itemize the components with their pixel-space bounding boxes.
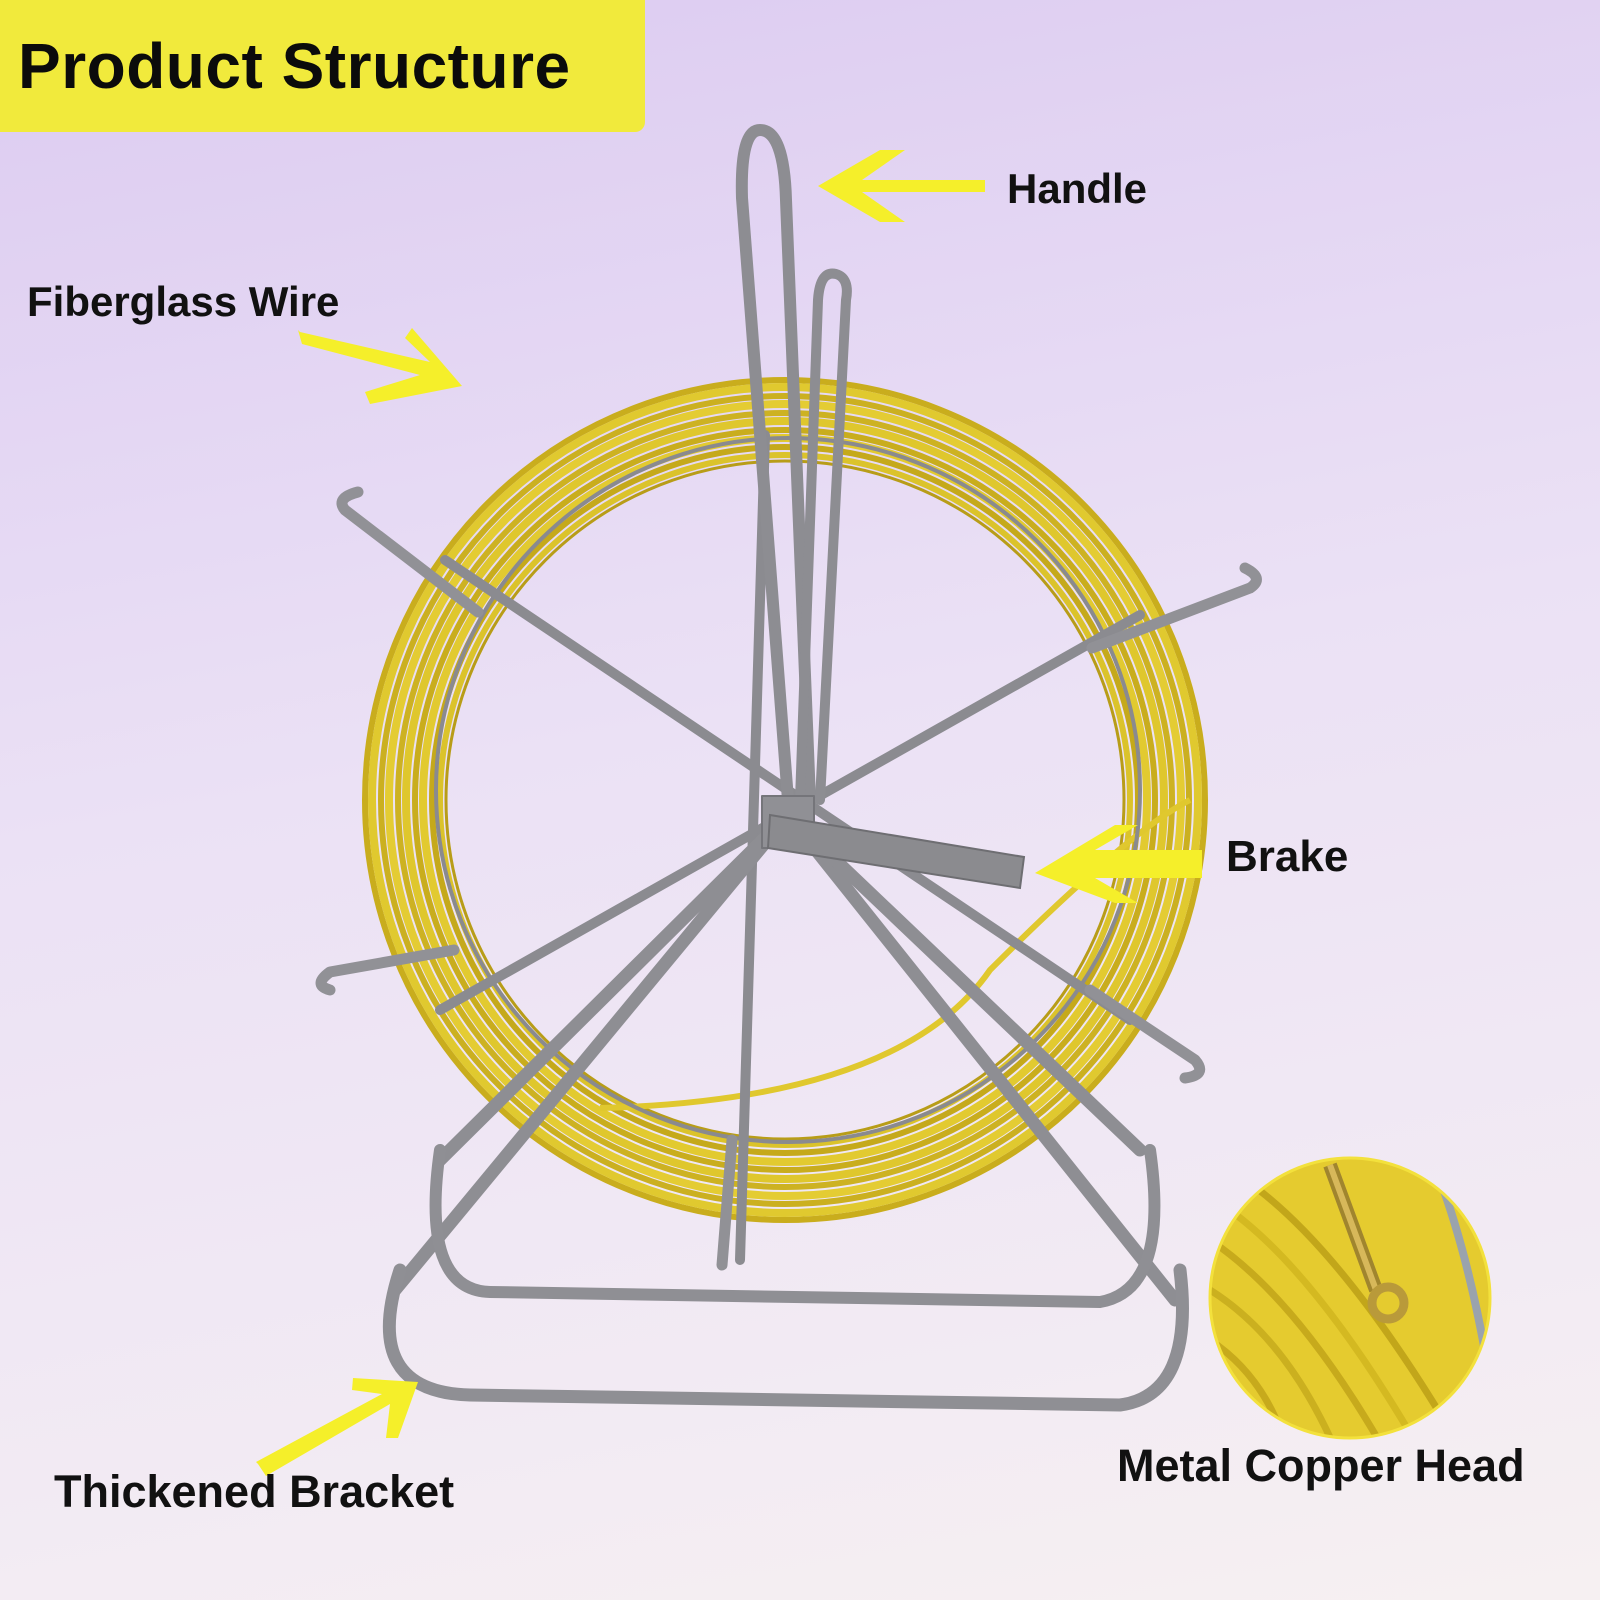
handle-label: Handle xyxy=(1007,165,1148,212)
arrow-icon xyxy=(256,150,1202,1476)
fiberglass-wire-coil xyxy=(362,377,1208,1223)
metal-copper-head-label: Metal Copper Head xyxy=(1117,1440,1525,1491)
metal-frame xyxy=(315,124,1262,1412)
metal-copper-head-inset xyxy=(1208,1156,1492,1440)
thickened-bracket-label: Thickened Bracket xyxy=(54,1466,455,1517)
brake-label: Brake xyxy=(1226,832,1349,881)
title-badge: Product Structure xyxy=(0,0,645,132)
page-title: Product Structure xyxy=(18,30,571,102)
fiberglass-wire-label: Fiberglass Wire xyxy=(27,278,340,325)
brake-lever xyxy=(766,813,1026,890)
